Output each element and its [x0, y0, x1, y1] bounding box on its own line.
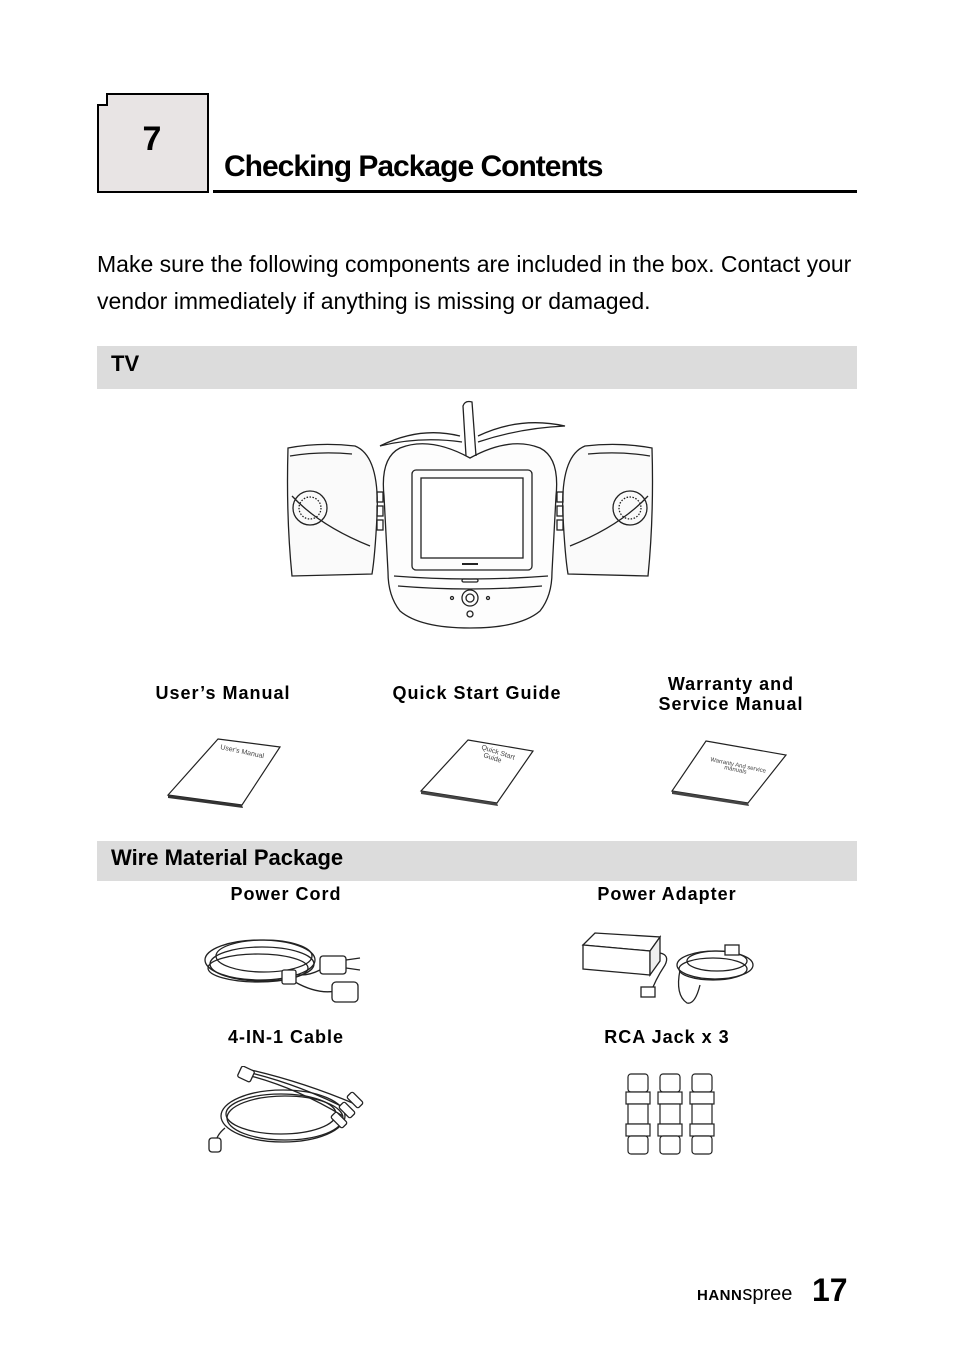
- section-bar-wire: Wire Material Package: [97, 841, 857, 881]
- label-warranty-manual: Warranty and Service Manual: [620, 674, 842, 714]
- tv-illustration: [286, 400, 654, 629]
- label-rca-jack: RCA Jack x 3: [604, 1027, 730, 1047]
- four-in-one-cable-illustration: [208, 1066, 364, 1153]
- label-warranty-line2: Service Manual: [658, 694, 804, 714]
- power-adapter-illustration: [581, 932, 754, 1004]
- label-4in1-cable: 4-IN-1 Cable: [227, 1027, 345, 1047]
- label-power-cord: Power Cord: [230, 884, 342, 904]
- label-warranty-line1: Warranty and: [667, 674, 795, 694]
- warranty-booklet: Warranty And service manuals: [670, 740, 788, 806]
- title-underline: [213, 190, 857, 193]
- intro-paragraph: Make sure the following components are i…: [97, 251, 852, 314]
- quick-start-booklet: Quick Start Guide: [419, 739, 535, 806]
- label-power-adapter: Power Adapter: [597, 884, 737, 904]
- chapter-tab: [97, 93, 209, 193]
- page-title: Checking Package Contents: [224, 150, 603, 183]
- chapter-number: 7: [142, 120, 162, 158]
- section-bar-tv: TV: [97, 346, 857, 389]
- label-users-manual: User’s Manual: [155, 683, 291, 703]
- brand-bold: HANN: [697, 1287, 743, 1304]
- warranty-cover-text-2: manuals: [724, 765, 747, 776]
- power-cord-illustration: [204, 939, 361, 1003]
- brand-logo: HANNspree: [697, 1283, 792, 1306]
- rca-jack-illustration: [625, 1073, 715, 1155]
- section-heading-wire: Wire Material Package: [111, 845, 344, 870]
- label-quick-start-guide: Quick Start Guide: [392, 683, 562, 703]
- page-number: 17: [812, 1272, 848, 1308]
- brand-light: spree: [742, 1283, 793, 1305]
- section-heading-tv: TV: [111, 351, 140, 376]
- users-manual-booklet: User's Manual: [166, 738, 282, 808]
